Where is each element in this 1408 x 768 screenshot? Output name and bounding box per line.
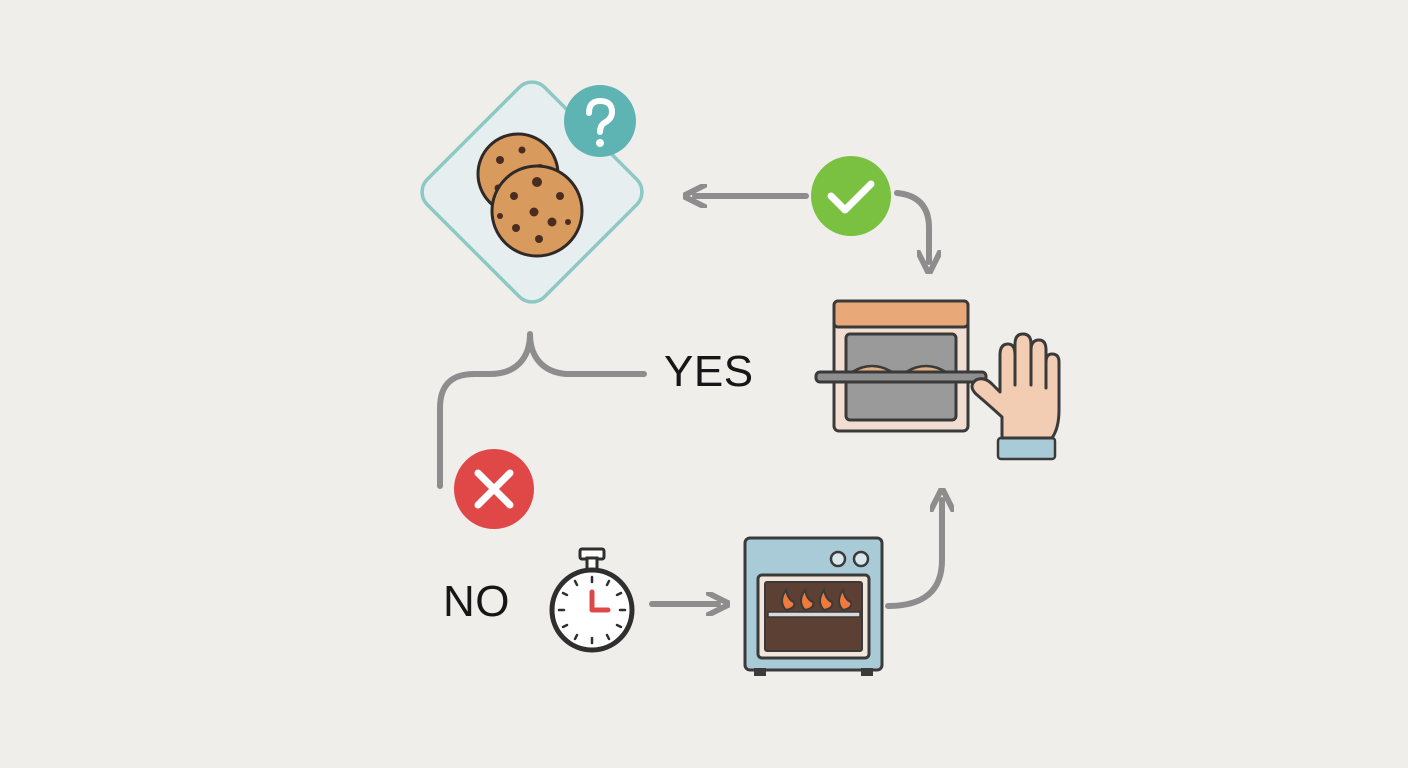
oven-open-icon <box>814 299 988 433</box>
cross-badge-icon <box>454 449 534 529</box>
yes-brace <box>437 331 647 489</box>
arrow-oven-to-oven-open <box>885 500 942 609</box>
yes-label: YES <box>664 347 754 396</box>
no-label: NO <box>443 577 510 626</box>
check-badge-icon <box>811 156 891 236</box>
stop-hand-icon <box>970 332 1061 461</box>
arrow-check-to-oven-open <box>894 190 929 262</box>
question-badge-icon <box>564 85 636 157</box>
stopwatch-icon <box>549 547 635 653</box>
oven-on-icon <box>743 536 884 676</box>
connectors <box>437 190 942 609</box>
